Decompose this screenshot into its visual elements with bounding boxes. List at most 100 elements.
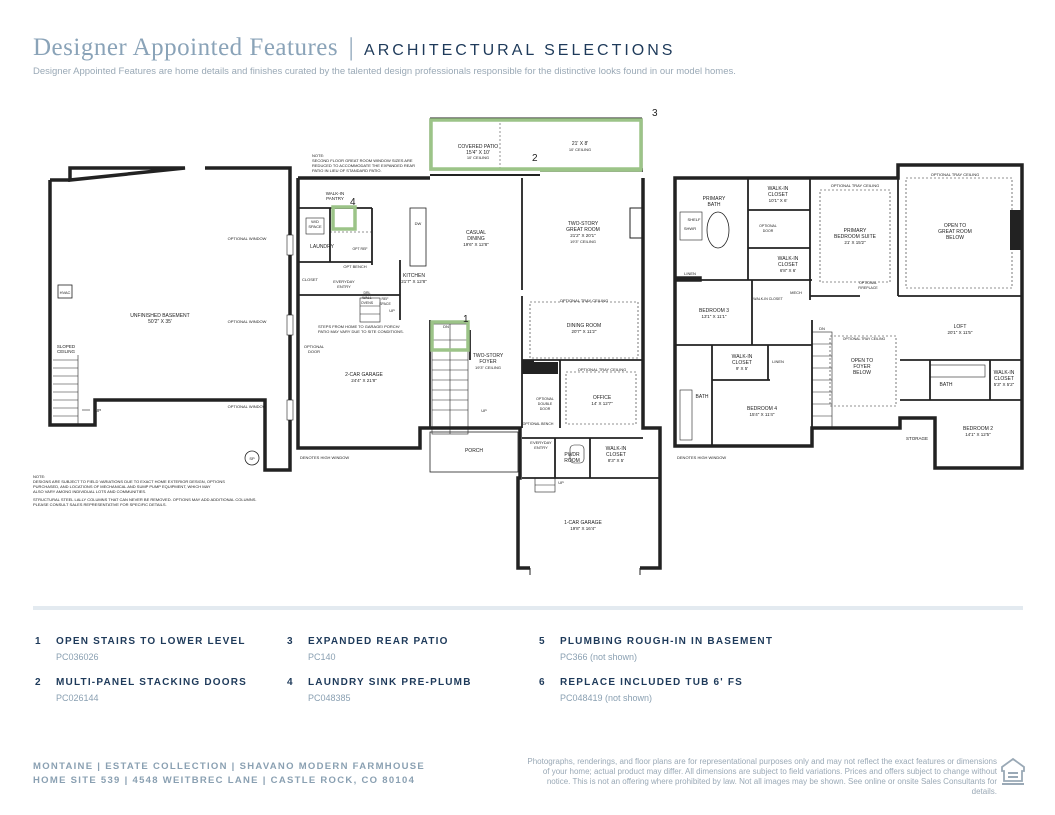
- opt-bench-2: OPTIONAL BENCH: [523, 422, 554, 426]
- opt-door-label: OPTIONAL: [304, 344, 325, 349]
- opt-double-door-2: DOUBLE: [538, 402, 553, 406]
- opt-fireplace-label: OPTIONAL: [859, 281, 877, 285]
- svg-text:PLEASE CONSULT SALES REPRESENT: PLEASE CONSULT SALES REPRESENTATIVE FOR …: [33, 502, 167, 507]
- patio-ext-ceiling: 10' CEILING: [569, 147, 591, 152]
- garage1-dims: 19'8" X 16'4": [570, 526, 596, 531]
- opt-ref-label: OPT REF: [352, 247, 367, 251]
- footer-disclaimer: Photographs, renderings, and floor plans…: [527, 757, 997, 796]
- main-dn-label: DN: [443, 324, 449, 329]
- drawer-wall-label: DRL: [363, 291, 370, 295]
- bedroom2-label: BEDROOM 2: [963, 426, 993, 432]
- foyer-tray-label: OPTIONAL TRAY CEILING: [843, 337, 886, 341]
- primary-suite-label: PRIMARY: [844, 228, 867, 234]
- page-description: Designer Appointed Features are home det…: [33, 66, 736, 77]
- floor-plans: 3 2 4 1 UNFINISHED BASEMENT 50'2" X 35' …: [33, 108, 1024, 575]
- wic1-label: WALK-IN: [768, 186, 789, 192]
- wic1-dims: 10'1" X 6': [769, 198, 788, 203]
- svg-text:REDUCED TO ACCOMMODATE THE EXP: REDUCED TO ACCOMMODATE THE EXPANDED REAR: [312, 163, 415, 168]
- optional-window-1: OPTIONAL WINDOW: [228, 236, 267, 241]
- marker-1: 1: [463, 314, 469, 325]
- open-great-label-3: BELOW: [946, 235, 964, 241]
- walk-in-pantry-label: WALK-IN: [326, 191, 345, 196]
- covered-patio-dims: 15'4" X 10': [466, 150, 490, 156]
- garage2-dims: 24'4" X 21'8": [351, 378, 377, 383]
- upper-opt-door: OPTIONAL: [759, 224, 777, 228]
- casual-dining-label: CASUAL: [466, 230, 486, 236]
- opt-fireplace-label-2: FIREPLACE: [858, 286, 878, 290]
- option-number: 5: [539, 636, 545, 647]
- wd-space-label-2: SPACE: [308, 224, 322, 229]
- great-room-dims: 21'2" X 20'1": [570, 233, 596, 238]
- wic4-label: WALK-IN: [994, 370, 1015, 376]
- svg-text:NOTE:: NOTE:: [33, 474, 45, 479]
- option-title: REPLACE INCLUDED TUB 6' FS: [560, 677, 744, 688]
- garage2-label: 2-CAR GARAGE: [345, 372, 383, 378]
- svg-text:ALSO VARY AMONG INDIVIDUAL LOT: ALSO VARY AMONG INDIVIDUAL LOTS AND COMM…: [33, 489, 146, 494]
- shelf-label: SHELF: [688, 217, 701, 222]
- highlight-expanded-patio: [429, 118, 643, 171]
- opt-double-door-3: DOOR: [540, 407, 551, 411]
- svg-text:SECOND FLOOR GREAT ROOM WINDOW: SECOND FLOOR GREAT ROOM WINDOW SIZES ARE: [312, 158, 413, 163]
- wic4-label-2: CLOSET: [994, 376, 1014, 382]
- mech-label: MECH: [790, 290, 802, 295]
- bath-label: BATH: [696, 394, 709, 400]
- ref-space-label: REF: [382, 297, 389, 301]
- wic3-label-2: CLOSET: [732, 360, 752, 366]
- primary-bath-label: PRIMARY: [703, 196, 726, 202]
- sloped-ceiling-label-2: CEILING: [57, 349, 76, 354]
- walk-in-pantry-label-2: PANTRY: [326, 196, 344, 201]
- svg-text:NOTE:: NOTE:: [312, 153, 324, 158]
- highlight-open-stairs: [430, 320, 470, 352]
- bedroom2-dims: 14'1" X 12'5": [965, 432, 991, 437]
- great-room-label: TWO-STORY: [568, 221, 599, 227]
- wic2-label: WALK-IN: [778, 256, 799, 262]
- option-code: PC026144: [56, 693, 99, 703]
- primary-suite-dims: 21' X 15'2": [844, 240, 866, 245]
- steps-note-2: PATIO MAY VARY DUE TO SITE CONDITIONS.: [318, 329, 404, 334]
- storage-label: STORAGE: [906, 436, 928, 441]
- marker-4: 4: [350, 197, 356, 208]
- basement-note: NOTE: DESIGNS ARE SUBJECT TO FIELD VARIA…: [33, 474, 257, 507]
- main-closet-label: CLOSET: [540, 367, 557, 372]
- wd-space-label: W/D: [311, 219, 319, 224]
- bedroom3-dims: 13'1" X 11'1": [701, 314, 726, 319]
- optional-window-3: OPTIONAL WINDOW: [228, 404, 267, 409]
- option-code: PC140: [308, 652, 336, 662]
- basement-up-label: UP: [95, 408, 101, 413]
- page-header: Designer Appointed Features | ARCHITECTU…: [33, 34, 675, 62]
- basement-label: UNFINISHED BASEMENT: [130, 313, 189, 319]
- option-number: 2: [35, 677, 41, 688]
- suite-tray-label: OPTIONAL TRAY CEILING: [831, 183, 880, 188]
- opt-double-door: OPTIONAL: [536, 397, 554, 401]
- casual-dining-label-2: DINING: [467, 236, 485, 242]
- covered-patio-ceiling: 10' CEILING: [467, 155, 489, 160]
- wic3-label: WALK-IN: [732, 354, 753, 360]
- option-code: PC036026: [56, 652, 99, 662]
- garage1-label: 1-CAR GARAGE: [564, 520, 602, 526]
- shower-label: SHWR: [684, 226, 696, 231]
- open-foyer-label-2: FOYER: [853, 364, 871, 370]
- small-wic-label: WALK-IN CLOSET: [753, 297, 783, 301]
- foyer-label-2: FOYER: [479, 359, 497, 365]
- linen-label: LINEN: [684, 271, 696, 276]
- primary-bath-label-2: BATH: [708, 202, 721, 208]
- walk-in-closet-label-2: CLOSET: [606, 452, 626, 458]
- wic3-dims: 9' X 5': [736, 366, 748, 371]
- foyer-label: TWO-STORY: [473, 353, 504, 359]
- bedroom4-label: BEDROOM 4: [747, 406, 777, 412]
- ref-space-label-2: SPACE: [379, 302, 391, 306]
- foyer-up-label: UP: [481, 408, 487, 413]
- highlight-laundry-sink: [331, 205, 357, 231]
- option-code: PC048385: [308, 693, 351, 703]
- option-code: PC366 (not shown): [560, 652, 638, 662]
- page-subtitle: ARCHITECTURAL SELECTIONS: [364, 42, 676, 59]
- footer-address: HOME SITE 539 | 4548 WEITBREC LANE | CAS…: [33, 775, 416, 786]
- option-title: PLUMBING ROUGH-IN IN BASEMENT: [560, 636, 774, 647]
- option-number: 6: [539, 677, 545, 688]
- upper-floor-plan: [673, 163, 1024, 470]
- marker-2: 2: [532, 153, 538, 164]
- option-number: 3: [287, 636, 293, 647]
- sloped-ceiling-label: SLOPED: [57, 344, 76, 349]
- basement-dims: 50'2" X 35': [148, 319, 172, 325]
- closet-label: CLOSET: [302, 277, 319, 282]
